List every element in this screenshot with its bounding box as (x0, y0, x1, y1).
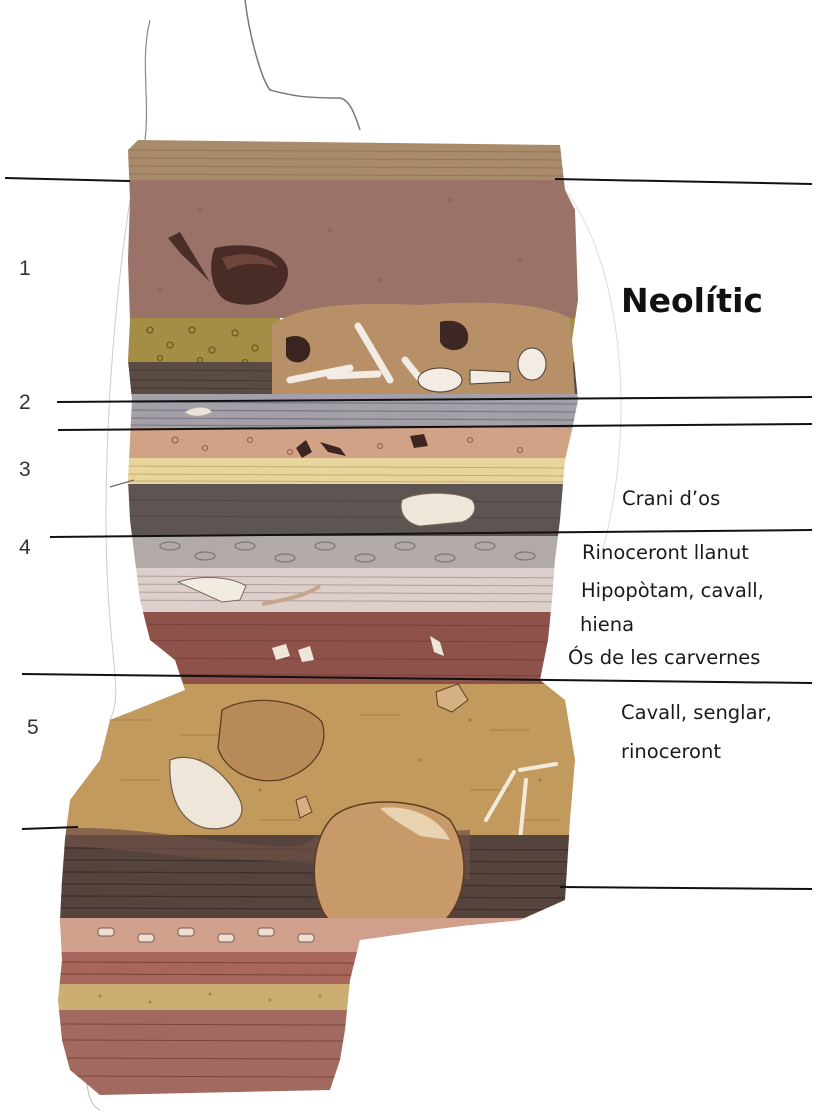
pink-pebble-layer (100, 428, 600, 460)
fauna-label-crani: Crani d’os (622, 487, 720, 511)
layer-number-4: 4 (19, 535, 31, 561)
fauna-label-hipopotam-line1: Hipopòtam, cavall, (581, 579, 764, 603)
period-label-neolithic: Neolític (621, 280, 763, 321)
fauna-label-os-cavernes: Ós de les carvernes (568, 646, 760, 670)
fauna-label-cavall-line1: Cavall, senglar, (621, 701, 772, 725)
layer-number-3: 3 (19, 457, 31, 483)
dark-band-bear-skull (100, 484, 600, 536)
layer-number-5: 5 (27, 715, 39, 741)
layer-number-2: 2 (19, 390, 31, 416)
pale-layered-band (100, 568, 600, 612)
fauna-label-cavall-line2: rinoceront (621, 740, 721, 764)
bear-skull (401, 493, 475, 526)
fauna-label-rinoceront-llanut: Rinoceront llanut (582, 541, 749, 565)
layer-number-1: 1 (19, 256, 31, 282)
dark-red-band (100, 612, 600, 684)
fauna-label-hipopotam-line2: hiena (580, 613, 634, 637)
layer-1-soil (100, 180, 600, 318)
pale-stones-band (50, 918, 610, 954)
yellow-gravel-layer (100, 318, 280, 368)
